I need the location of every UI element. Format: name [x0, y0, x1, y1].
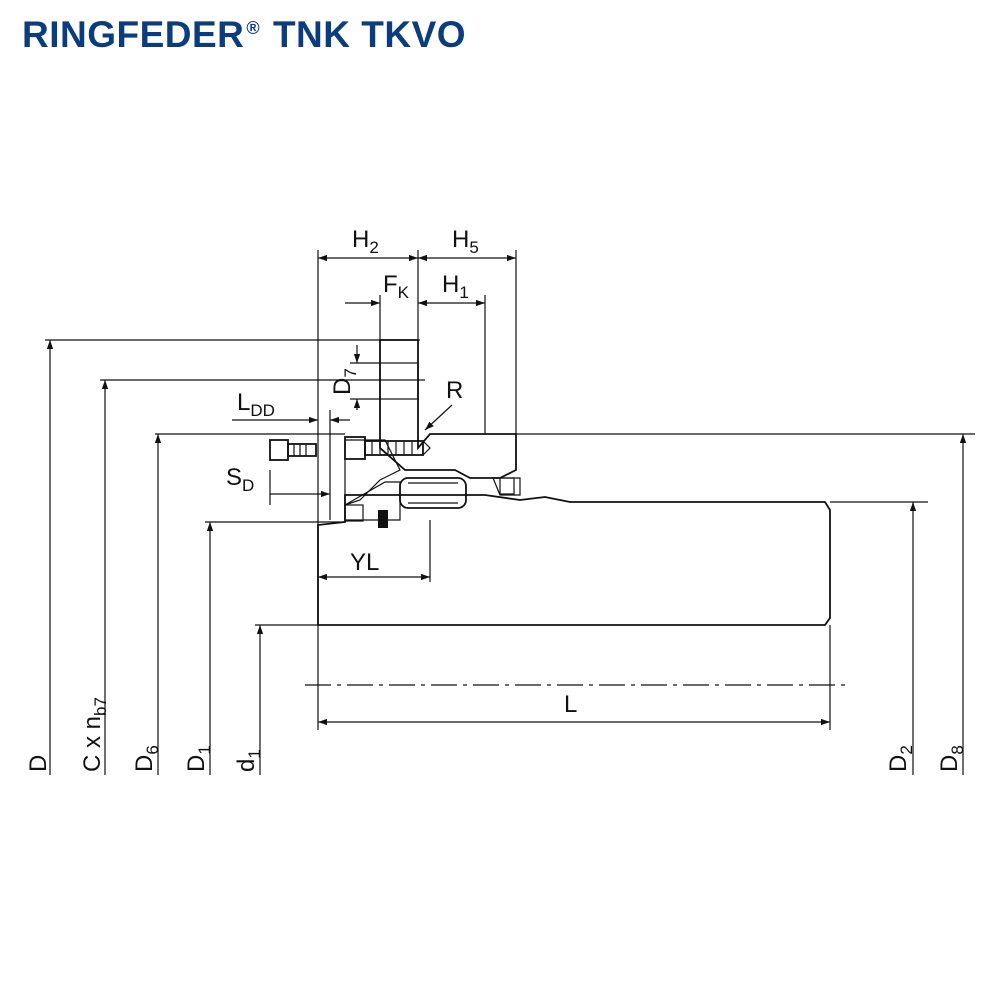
dim-R-leader: [424, 404, 453, 431]
title-product: TNK TKVO: [262, 14, 467, 55]
screw-shank: [364, 440, 424, 456]
jack-screw-head: [269, 439, 289, 461]
label-L: L: [564, 691, 577, 718]
label-D6: D6: [131, 745, 162, 772]
label-D7: D7: [329, 368, 360, 395]
label-FK: FK: [383, 271, 410, 302]
label-SD: SD: [226, 464, 254, 495]
hub-flange: [379, 339, 517, 479]
seal-left: [344, 504, 364, 522]
label-LDD: LDD: [237, 389, 275, 420]
seal-right: [492, 477, 521, 496]
label-d1: d1: [233, 749, 264, 772]
label-H1: H1: [442, 271, 469, 302]
label-H2: H2: [352, 226, 379, 257]
label-Cxnb7: C x nb7: [79, 697, 110, 772]
grease-nipple: [499, 477, 515, 495]
label-YL: YL: [350, 549, 379, 576]
retaining-ring: [378, 510, 388, 528]
title-brand: RINGFEDER: [22, 14, 245, 55]
roller: [399, 477, 467, 509]
label-H5: H5: [452, 226, 479, 257]
label-D2: D2: [885, 745, 916, 772]
jack-screw-shank: [287, 443, 317, 457]
page-title: RINGFEDER® TNK TKVO: [22, 14, 466, 56]
registered-mark: ®: [246, 18, 261, 38]
label-R: R: [446, 377, 463, 404]
flange-hole: [379, 362, 419, 400]
label-D: D: [25, 755, 52, 772]
label-D1: D1: [183, 745, 214, 772]
shaft-body: [317, 494, 831, 626]
label-D8: D8: [936, 745, 967, 772]
